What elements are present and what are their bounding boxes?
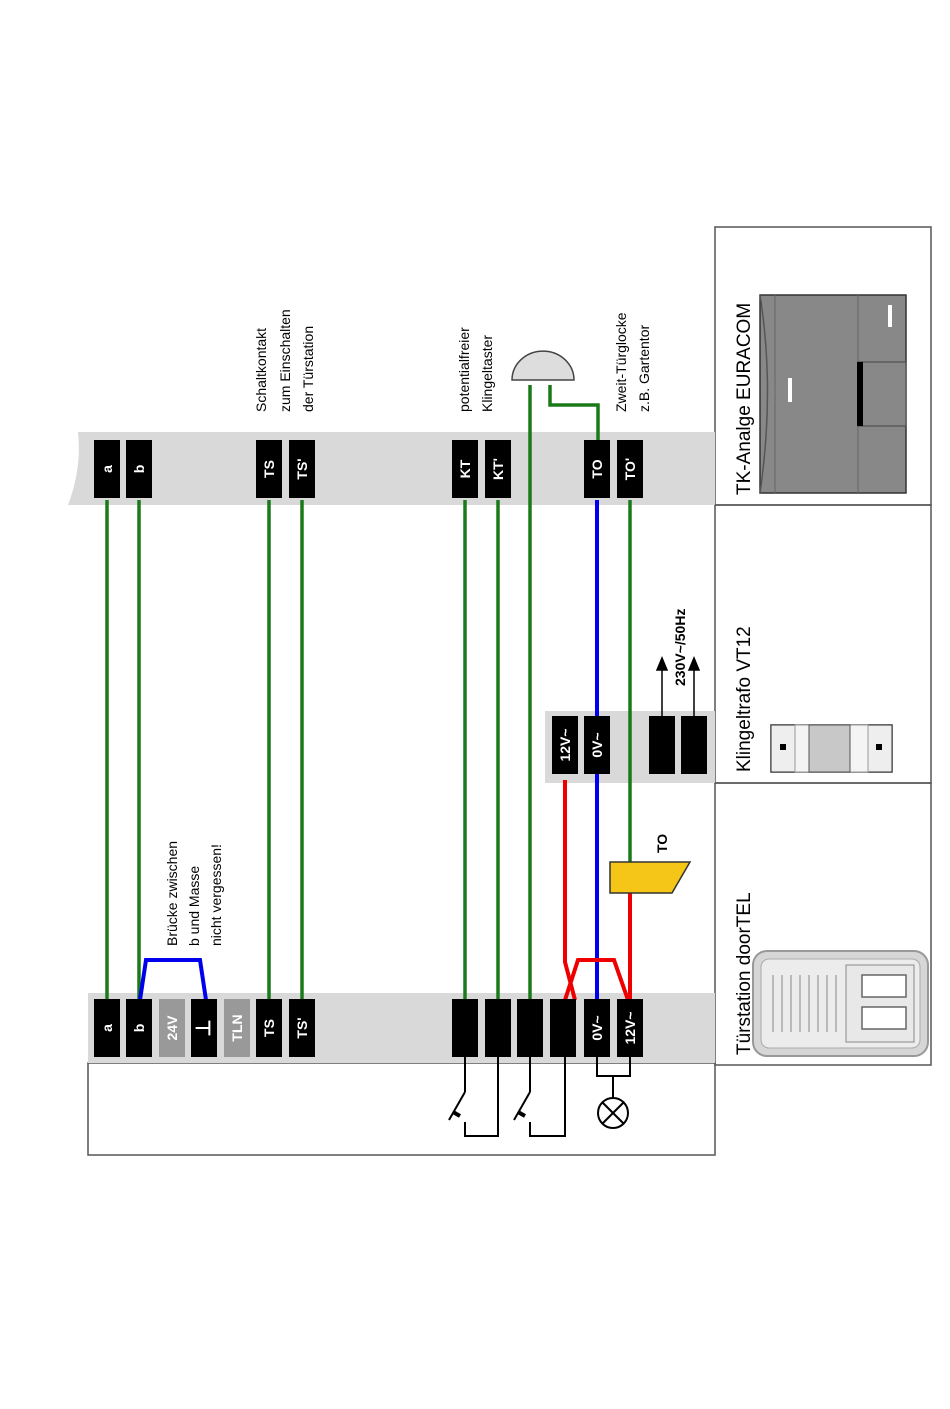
note-zweit-tuerglocke: Zweit-Türglocke z.B. Gartentor bbox=[613, 312, 652, 412]
door-terminal-bell-2 bbox=[550, 999, 576, 1057]
door-terminal-ts2: TS' bbox=[289, 999, 315, 1057]
tk-terminal-ts: TS bbox=[256, 440, 282, 498]
relay-body bbox=[610, 862, 690, 893]
door-terminal-12v: 12V~ bbox=[617, 999, 643, 1057]
note-zweit-tuerglocke-line-2: z.B. Gartentor bbox=[636, 325, 652, 412]
door-terminal-24v-label: 24V bbox=[164, 1015, 180, 1041]
tk-terminal-to: TO bbox=[584, 440, 610, 498]
note-klingeltaster-line-2: Klingeltaster bbox=[479, 335, 495, 412]
to-relay: TO bbox=[610, 834, 690, 893]
door-terminal-kt-1 bbox=[452, 999, 478, 1057]
door-terminal-b-label: b bbox=[131, 1024, 147, 1033]
bell-icon bbox=[512, 351, 574, 380]
tk-terminal-ts2-label: TS' bbox=[294, 458, 310, 479]
note-bruecke: Brücke zwischen b und Masse nicht verges… bbox=[164, 841, 224, 946]
door-terminal-tln-label: TLN bbox=[229, 1014, 245, 1041]
trafo-terminal-mains-2 bbox=[681, 716, 707, 774]
note-schaltkontakt: Schaltkontakt zum Einschalten der Türsta… bbox=[253, 309, 316, 412]
note-schaltkontakt-line-1: Schaltkontakt bbox=[253, 328, 269, 412]
tk-terminal-kt-label: KT bbox=[457, 459, 473, 478]
switch-icon bbox=[449, 1057, 498, 1136]
door-terminal-0v-label: 0V~ bbox=[589, 1015, 605, 1040]
tk-terminal-a: a bbox=[94, 440, 120, 498]
trafo-terminal-12v-label: 12V~ bbox=[557, 728, 573, 761]
tk-terminal-to2: TO' bbox=[617, 440, 643, 498]
tk-terminal-ts-label: TS bbox=[261, 460, 277, 478]
tk-terminal-to2-label: TO' bbox=[622, 458, 638, 481]
door-terminal-a-label: a bbox=[99, 1024, 115, 1032]
tk-terminal-kt2: KT' bbox=[485, 440, 511, 498]
klingeltrafo-title: Klingeltrafo VT12 bbox=[734, 626, 755, 772]
trafo-terminal-0v-label: 0V~ bbox=[589, 732, 605, 757]
door-terminal-ts2-label: TS' bbox=[294, 1017, 310, 1038]
tk-terminal-a-label: a bbox=[99, 465, 115, 473]
note-schaltkontakt-line-3: der Türstation bbox=[300, 326, 316, 412]
tk-terminal-kt2-label: KT' bbox=[490, 458, 506, 480]
door-terminal-ground-label: ⊥ bbox=[193, 1019, 215, 1036]
note-klingeltaster: potentialfreier Klingeltaster bbox=[456, 327, 495, 412]
klingeltrafo-device-icon bbox=[771, 725, 892, 772]
door-terminal-ts-label: TS bbox=[261, 1019, 277, 1037]
note-bruecke-line-3: nicht vergessen! bbox=[208, 844, 224, 946]
door-terminal-ts: TS bbox=[256, 999, 282, 1057]
tk-terminal-b: b bbox=[126, 440, 152, 498]
note-zweit-tuerglocke-line-1: Zweit-Türglocke bbox=[613, 312, 629, 412]
trafo-terminal-mains-1 bbox=[649, 716, 675, 774]
note-klingeltaster-line-1: potentialfreier bbox=[456, 327, 472, 412]
wire-bell-1 bbox=[550, 385, 598, 440]
door-terminal-a: a bbox=[94, 999, 120, 1057]
tk-anlage-title: TK-Analge EURACOM bbox=[734, 303, 755, 495]
tk-terminal-kt: KT bbox=[452, 440, 478, 498]
wire-12v-supply bbox=[565, 780, 575, 1000]
note-schaltkontakt-line-2: zum Einschalten bbox=[277, 309, 293, 412]
door-terminal-bell-1 bbox=[517, 999, 543, 1057]
note-bruecke-line-1: Brücke zwischen bbox=[164, 841, 180, 946]
tk-terminal-ts2: TS' bbox=[289, 440, 315, 498]
door-terminal-12v-label: 12V~ bbox=[622, 1011, 638, 1044]
door-terminal-0v: 0V~ bbox=[584, 999, 610, 1057]
trafo-terminal-12v: 12V~ bbox=[552, 716, 578, 774]
note-mains: 230V~/50Hz bbox=[672, 609, 688, 686]
internal-circuit bbox=[449, 1057, 630, 1136]
tk-terminal-b-label: b bbox=[131, 465, 147, 474]
door-terminal-24v: 24V bbox=[159, 999, 185, 1057]
tuerstation-device-icon bbox=[753, 951, 928, 1056]
door-terminal-tln: TLN bbox=[224, 999, 250, 1057]
door-terminal-ground: ⊥ bbox=[191, 999, 217, 1057]
tuerstation-title: Türstation doorTEL bbox=[734, 892, 755, 1055]
tk-anlage-device-icon bbox=[760, 295, 906, 493]
trafo-terminal-0v: 0V~ bbox=[584, 716, 610, 774]
lamp-icon bbox=[597, 1057, 630, 1128]
tk-terminal-to-label: TO bbox=[589, 459, 605, 478]
switch-icon bbox=[514, 1057, 565, 1136]
door-terminal-kt-2 bbox=[485, 999, 511, 1057]
relay-label: TO bbox=[654, 834, 670, 853]
door-terminal-b: b bbox=[126, 999, 152, 1057]
note-bruecke-line-2: b und Masse bbox=[186, 866, 202, 946]
